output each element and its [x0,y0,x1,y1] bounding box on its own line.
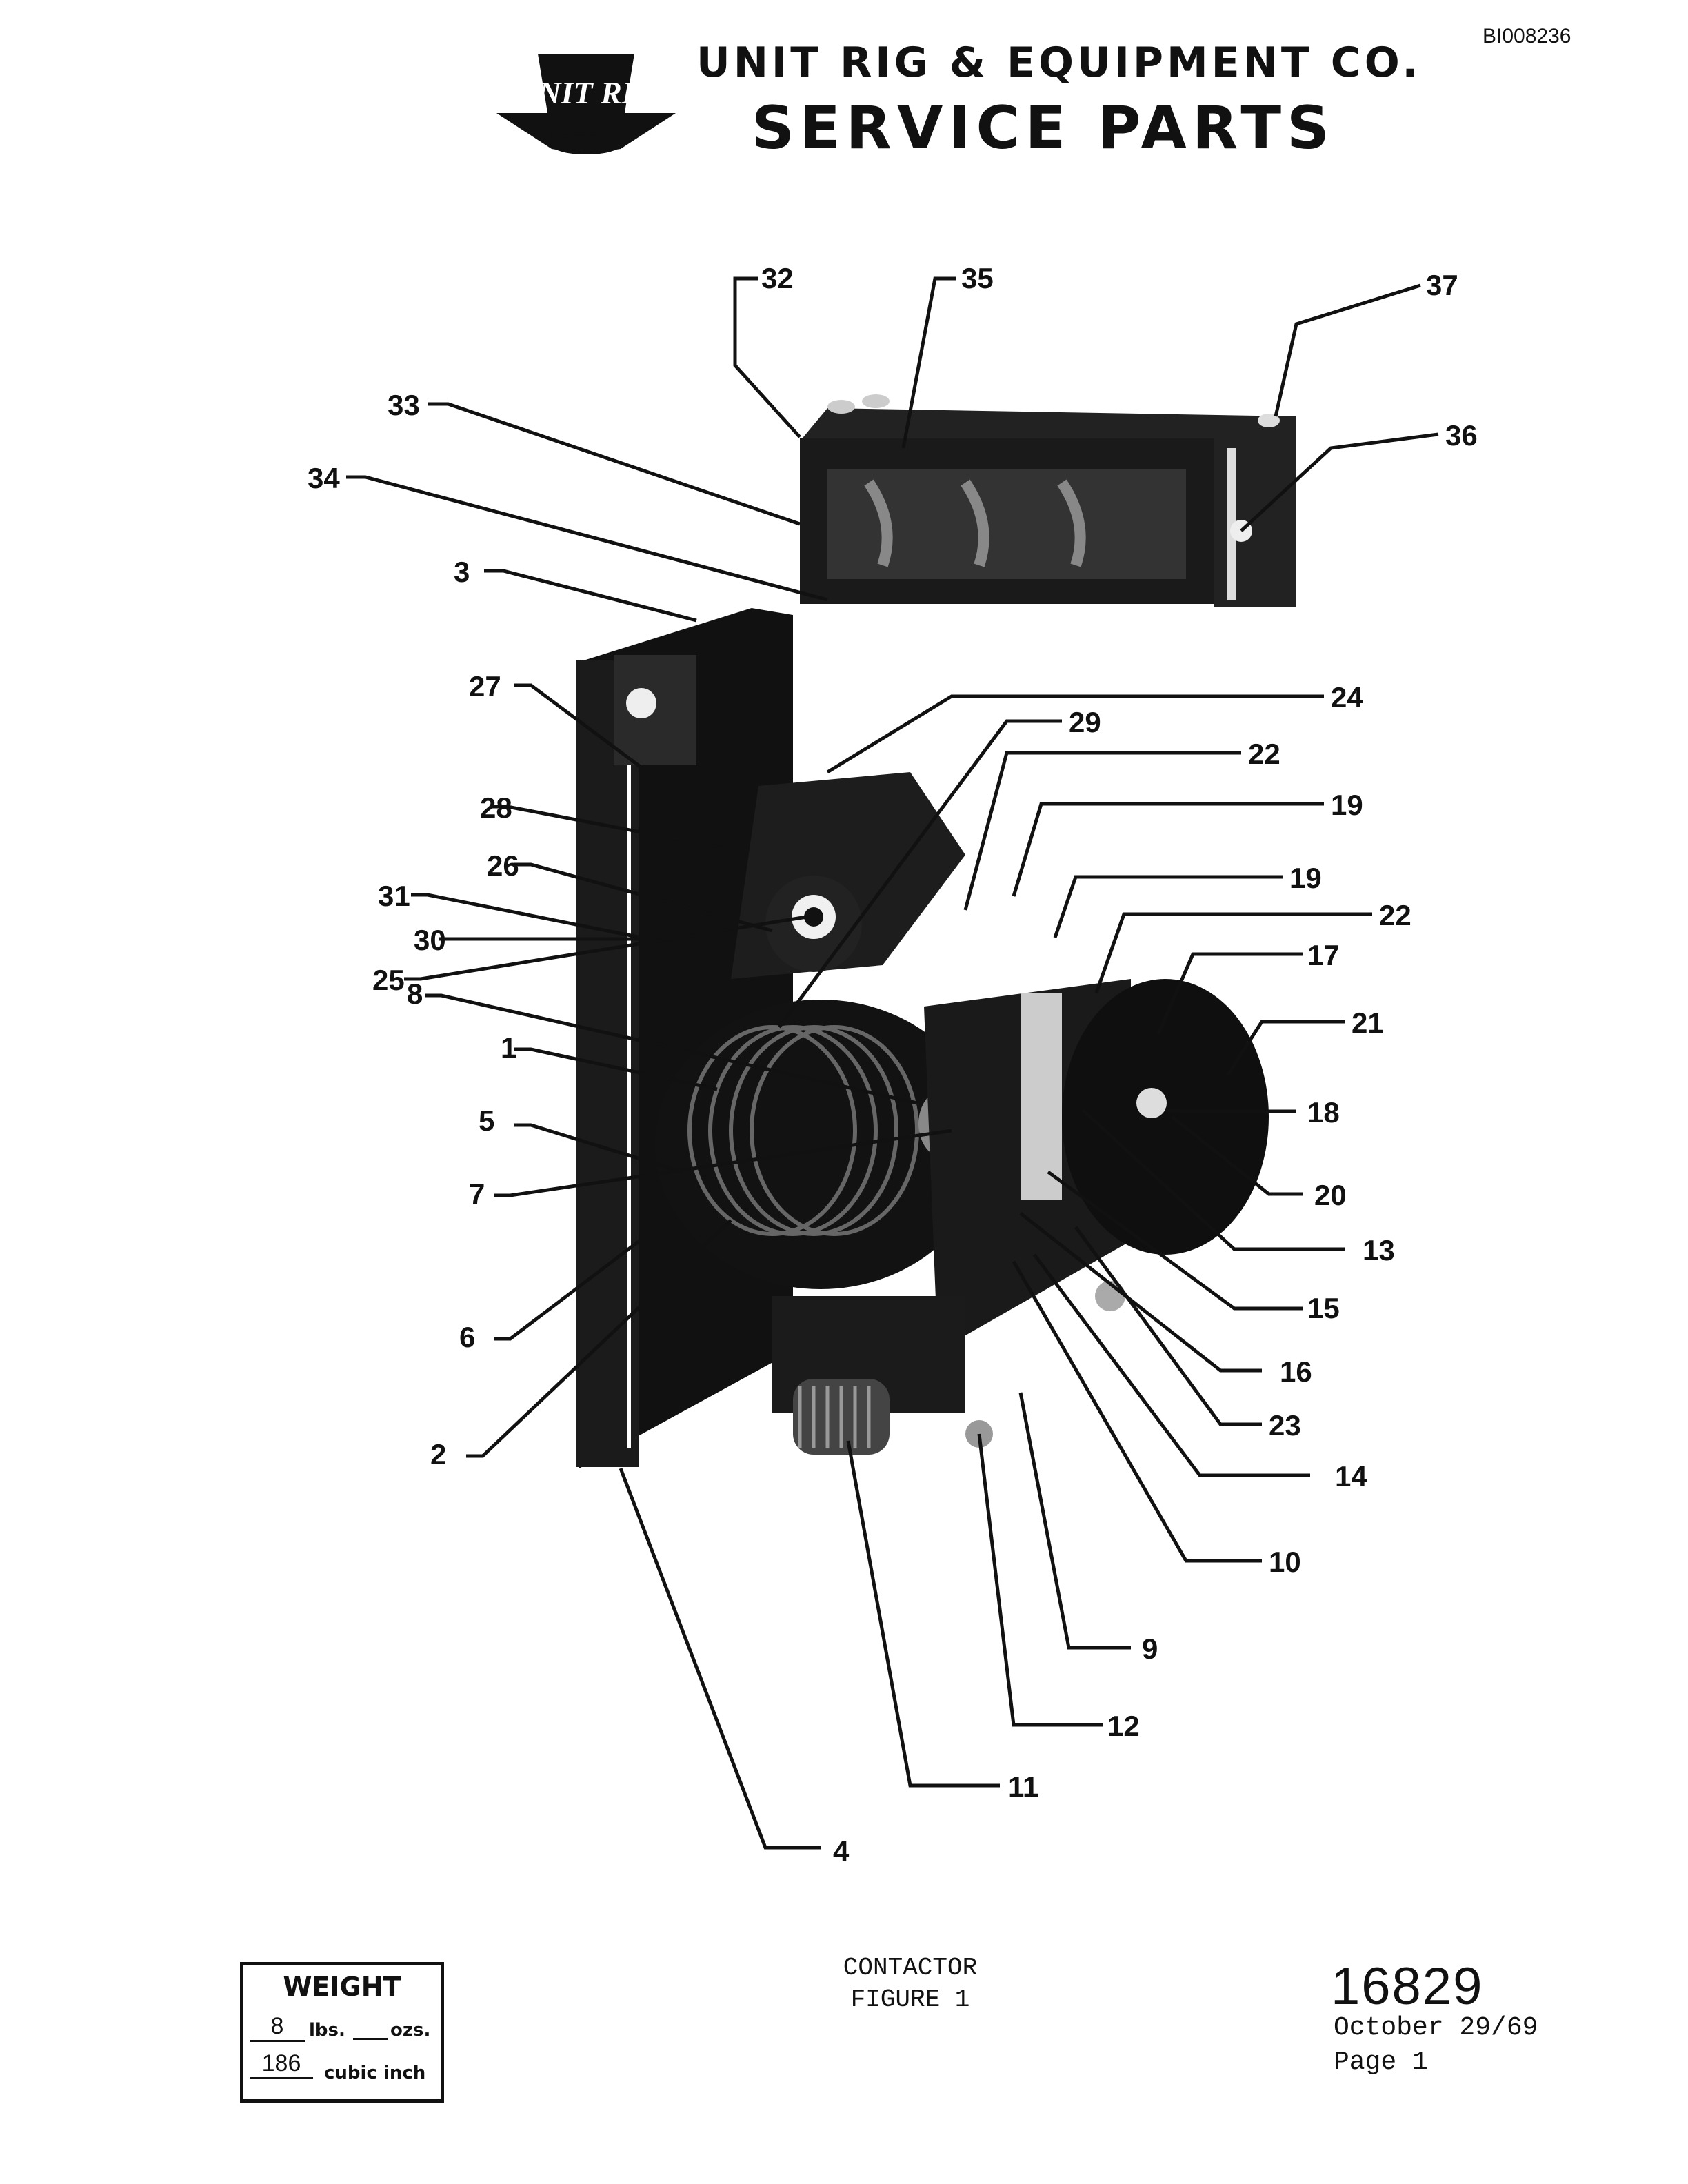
callout-label: 9 [1142,1632,1158,1665]
callout-label: 27 [469,670,501,702]
leader-lines [346,276,1439,1850]
callout-label: 36 [1445,419,1478,452]
callout-label: 16 [1280,1355,1312,1388]
callout-label: 29 [1069,706,1101,738]
weight-box [240,1962,444,2103]
callout-label: 14 [1335,1460,1367,1493]
callout-label: 31 [378,880,410,912]
callout-label: 6 [459,1321,475,1353]
callout-label: 5 [479,1104,494,1137]
callout-label: 32 [761,262,794,294]
callout-label: 4 [833,1835,850,1868]
callout-label: 18 [1307,1096,1340,1129]
callout-labels: 1 2 3 4 5 6 7 8 9 10 11 12 13 14 15 16 1… [308,262,1478,1868]
callout-label: 12 [1107,1710,1140,1742]
callout-label: 30 [414,924,446,956]
callout-label: 1 [501,1031,516,1064]
weight-ozs-label: ozs. [390,2020,431,2041]
callout-label: 20 [1314,1179,1347,1211]
company-name: UNIT RIG & EQUIPMENT CO. [696,39,1422,87]
figure-caption-title: CONTACTOR [843,1954,978,1982]
callout-label: 3 [454,556,470,588]
figure-caption-number: FIGURE 1 [850,1985,970,2014]
issue-date: October 29/69 [1334,2013,1538,2043]
callout-label: 37 [1426,269,1458,301]
document-id: BI008236 [1483,25,1571,48]
callout-label: 19 [1289,862,1322,894]
callout-label: 17 [1307,939,1340,971]
callout-label: 25 [372,964,405,996]
callout-label: 23 [1269,1409,1301,1442]
unit-rig-logo: UNIT RIG [496,54,676,154]
callout-label: 13 [1363,1234,1395,1266]
page-number: Page 1 [1334,2048,1428,2077]
callout-label: 7 [469,1177,485,1210]
callout-label: 19 [1331,789,1363,821]
weight-lbs-label: lbs. [309,2020,345,2041]
callout-label: 24 [1331,681,1363,714]
contactor-body [655,772,1269,1455]
weight-title: WEIGHT [283,1972,401,2002]
weight-ozs-blank [353,2038,388,2040]
contactor-cover [800,394,1296,607]
callout-label: 10 [1269,1546,1301,1578]
volume-value: 186 [250,2050,313,2079]
callout-label: 8 [407,978,423,1010]
callout-label: 15 [1307,1292,1340,1324]
callout-label: 11 [1008,1770,1038,1803]
callout-label: 33 [388,389,420,421]
volume-label: cubic inch [324,2063,426,2083]
callout-label: 2 [430,1438,446,1470]
part-number: 16829 [1331,1957,1484,2016]
callout-label: 22 [1379,899,1411,931]
weight-lbs-value: 8 [250,2013,305,2042]
callout-label: 22 [1248,738,1280,770]
callout-label: 35 [961,262,994,294]
callout-label: 26 [487,849,519,882]
page-title: SERVICE PARTS [752,94,1335,163]
callout-label: 34 [308,462,340,494]
logo-text: UNIT RIG [515,75,657,110]
callout-label: 21 [1352,1007,1384,1039]
callout-label: 28 [480,791,512,824]
